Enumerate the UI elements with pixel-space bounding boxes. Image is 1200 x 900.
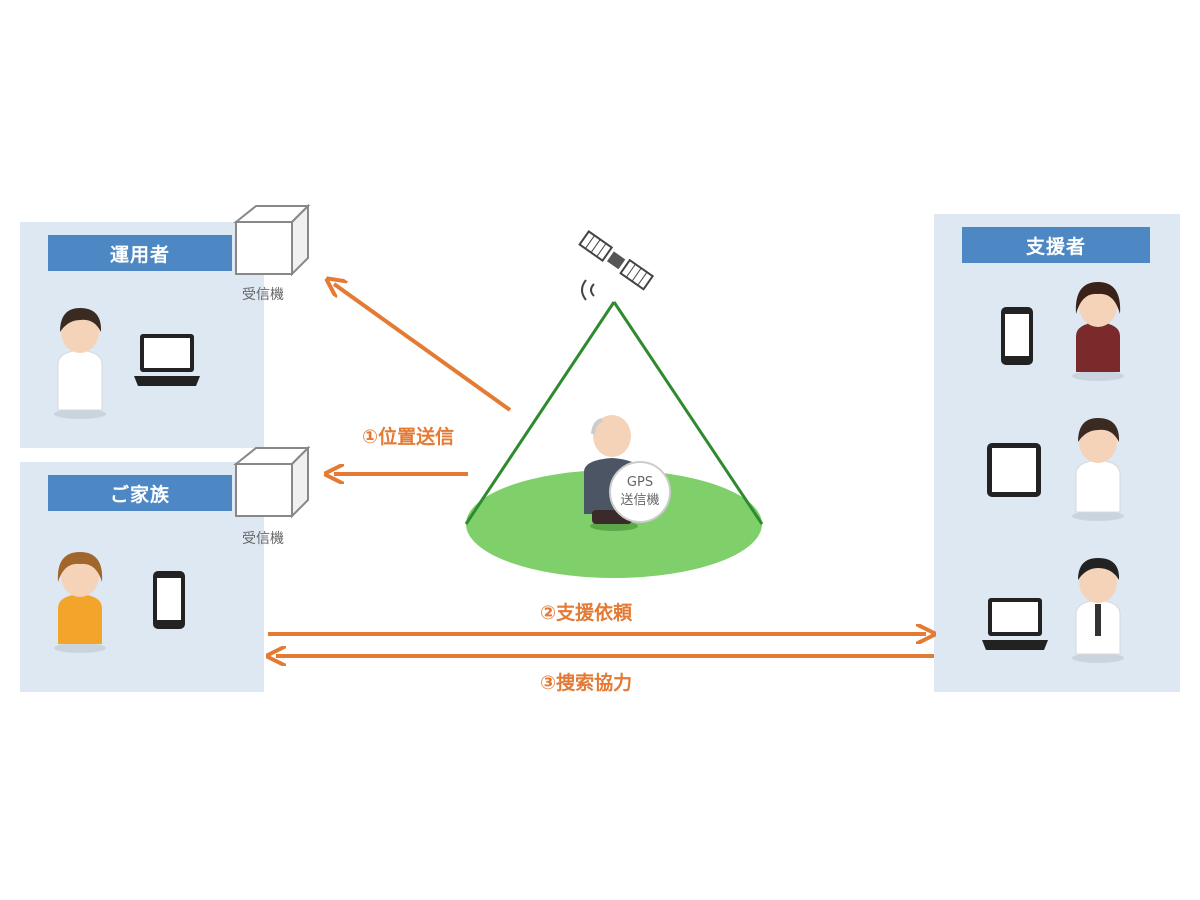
- elderly-person-icon: [584, 415, 671, 531]
- arrow-to-operator: [334, 284, 512, 412]
- operator-title: 運用者: [48, 235, 232, 271]
- smartphone-supporter-icon: [1001, 307, 1033, 365]
- family-person-icon: [54, 552, 106, 653]
- laptop-operator-icon: [134, 334, 200, 386]
- tablet-supporter-icon: [987, 443, 1041, 497]
- step1-position-label: ①位置送信: [362, 426, 455, 448]
- step3-search-cooperation-label: ③捜索協力: [540, 672, 633, 694]
- supporter-person-1-icon: [1072, 282, 1124, 381]
- receiver-box-family-icon: [233, 445, 311, 519]
- supporter-person-2-icon: [1072, 418, 1124, 521]
- receiver-box-operator-icon: [233, 203, 311, 277]
- receiver-label-operator: 受信機: [242, 287, 284, 303]
- supporter-person-3-icon: [1072, 558, 1124, 663]
- supporters-title: 支援者: [962, 227, 1150, 263]
- receiver-label-family: 受信機: [242, 531, 284, 547]
- nurse-person-icon: [54, 308, 106, 419]
- smartphone-family-icon: [153, 571, 185, 629]
- step2-support-request-label: ②支援依頼: [540, 602, 633, 624]
- gps-label-line1: GPS: [626, 475, 654, 490]
- gps-transmitter-label: GPS 送信機: [610, 474, 670, 510]
- satellite-icon: [578, 230, 655, 301]
- family-title: ご家族: [48, 475, 232, 511]
- supporters-panel: [934, 214, 1180, 692]
- gps-label-line2: 送信機: [620, 493, 660, 508]
- laptop-supporter-icon: [982, 598, 1048, 650]
